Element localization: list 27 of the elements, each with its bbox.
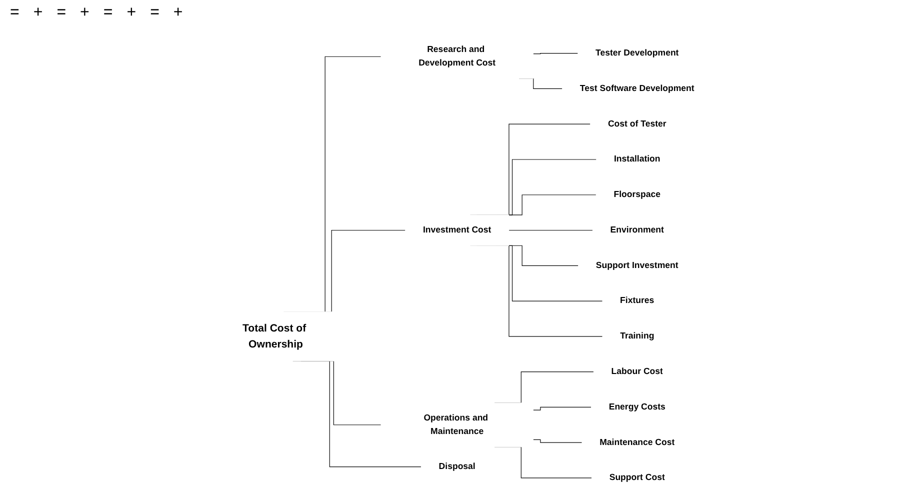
node-text: Installation bbox=[614, 154, 660, 164]
node-text: Support Investment bbox=[596, 260, 678, 270]
math-symbol: = bbox=[56, 4, 66, 23]
math-symbol: = bbox=[103, 4, 113, 23]
node-text: Labour Cost bbox=[610, 366, 663, 376]
math-symbol: = bbox=[150, 4, 160, 23]
node-text: Cost of Tester bbox=[608, 118, 666, 129]
node-text: Environment bbox=[610, 224, 664, 235]
connector bbox=[532, 53, 578, 54]
connector bbox=[508, 230, 593, 231]
math-symbol: + bbox=[80, 4, 90, 23]
connector bbox=[532, 406, 592, 410]
node-text: Disposal bbox=[438, 461, 476, 472]
math-symbol: + bbox=[33, 4, 43, 23]
node-text: Tester Development bbox=[595, 48, 678, 58]
node-text: Floorspace bbox=[613, 189, 660, 200]
node-text: Research and Development Cost bbox=[418, 44, 496, 68]
node-text: Energy Costs bbox=[608, 402, 666, 412]
node-text: Training bbox=[620, 331, 654, 341]
math-symbol: + bbox=[173, 4, 183, 23]
node-text: Maintenance Cost bbox=[599, 437, 674, 448]
math-symbol: = bbox=[10, 4, 20, 23]
node-text: Test Software Development bbox=[580, 83, 694, 94]
math-symbol: + bbox=[126, 4, 136, 23]
node-text: Fixtures bbox=[620, 296, 654, 306]
node-text: Support Cost bbox=[609, 472, 665, 482]
connector bbox=[532, 439, 582, 443]
